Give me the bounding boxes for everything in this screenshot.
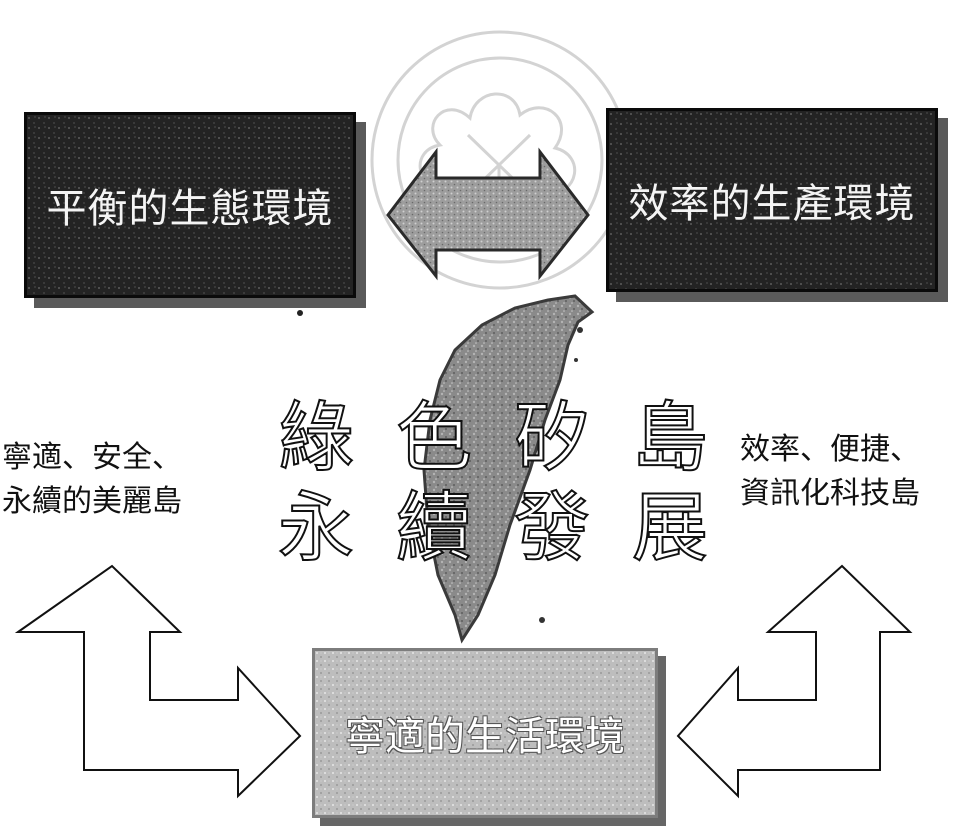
right-caption-line-1: 效率、便捷、 — [740, 432, 920, 467]
production-environment-label: 效率的生產環境 — [628, 181, 916, 227]
ecology-environment-box: 平衡的生態環境 — [24, 112, 356, 298]
left-caption-line-1: 寧適、安全、 — [2, 440, 182, 475]
left-caption: 寧適、安全、 永續的美麗島 — [2, 436, 182, 524]
box-texture — [609, 111, 935, 289]
right-caption: 效率、便捷、 資訊化科技島 — [740, 428, 920, 516]
living-environment-label: 寧適的生活環境 — [345, 714, 625, 760]
left-caption-line-2: 永續的美麗島 — [2, 484, 182, 519]
box-texture — [315, 651, 655, 815]
center-title-line-2: 永續發展 — [277, 483, 750, 572]
ecology-environment-label: 平衡的生態環境 — [46, 186, 334, 232]
right-caption-line-2: 資訊化科技島 — [740, 476, 920, 511]
center-title-line-1: 綠色矽島 — [277, 393, 750, 482]
living-environment-box: 寧適的生活環境 — [312, 648, 658, 818]
box-texture — [27, 115, 353, 295]
production-environment-box: 效率的生產環境 — [606, 108, 938, 292]
